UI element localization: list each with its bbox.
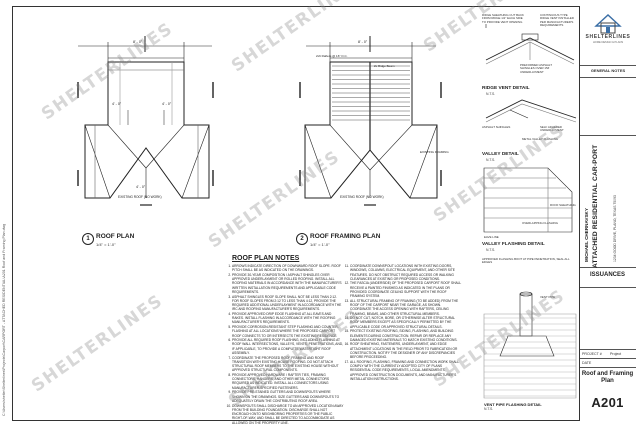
roof-note-cont-4: DO NOT CUT, NOTCH, BORE, OR OTHERWISE AL… <box>350 316 462 329</box>
roof-plan-scale: 1/4" = 1'-0" <box>96 242 116 247</box>
roof-note-7: COORDINATE THE PROPOSED ROOF FRAMING AND… <box>232 356 344 373</box>
roof-note-cont-5: PROTECT EXISTING ROOFING, SIDING, FLASHI… <box>350 329 462 342</box>
framing-plan-title: ROOF FRAMING PLAN <box>310 233 381 240</box>
detail-scale-4: N.T.S. <box>484 407 494 411</box>
date-label: DATE <box>582 361 592 365</box>
notes-area <box>580 78 636 136</box>
roof-note-3: ASPHALT SHINGLES ROOF SLOPE SHALL NOT BE… <box>232 295 344 312</box>
flashing-note-b: OVERLAPPING FLASHING <box>522 221 558 225</box>
roof-note-cont-1: COORDINATE DOWNSPOUT LOCATIONS WITH EXIS… <box>350 264 462 281</box>
ridge-note-b: CONTINUOUS TYPE RIDGE VENT INSTALLED PER… <box>540 13 574 28</box>
project-title-area <box>580 136 636 268</box>
roof-note-5: PROVIDE CORROSION-RESISTANT STEP FLASHIN… <box>232 325 344 338</box>
plan-number-2: 2 <box>296 233 308 245</box>
framing-rafter-note: 2x6 Rafters @ 16" O.C. <box>316 54 348 58</box>
detail-title-4: VENT PIPE FLASHING DETAIL <box>484 402 542 407</box>
logo-cell: SHELTERLINES HOME DESIGN & PLANS <box>580 6 636 66</box>
flashing-note-c: EAVE LINE <box>484 235 499 239</box>
roof-plan-dim-top: 8' - 0" <box>133 40 143 44</box>
roof-note-cont-3: ALL STRUCTURAL FRAMING OF FRAMING (TO BE… <box>350 299 462 316</box>
project-address: 1234 GOOD DRIVE, PLANO, TEXAS 75093 <box>613 195 617 262</box>
valley-note-c: METAL VALLEY FLASHING <box>522 137 559 141</box>
framing-plan-scale: 1/4" = 1'-0" <box>310 242 330 247</box>
issuance-rows <box>580 288 636 350</box>
project-number-value: Project <box>610 352 622 356</box>
framing-post-note: EXISTING FRAMING <box>420 150 449 154</box>
roof-note-4: PROVIDE APPROVED DRIP EDGE FLASHING AT A… <box>232 312 344 325</box>
roof-note-cont-6: ROOF SHEATHING, FASTENERS, UNDERLAYMENT,… <box>350 342 462 359</box>
roof-plan-existing-label: EXISTING ROOF (NO WORK) <box>118 195 162 199</box>
issuances-cell <box>580 268 636 288</box>
framing-plan-existing-label: EXISTING ROOF (NO WORK) <box>340 195 384 199</box>
company-tagline: HOME DESIGN & PLANS <box>592 41 624 44</box>
sheet-title: Roof and Framing Plan <box>581 371 634 385</box>
roof-plan-notes-right: COORDINATE DOWNSPOUT LOCATIONS WITH EXIS… <box>342 264 462 381</box>
roof-plan-notes-title: ROOF PLAN NOTES <box>232 255 300 262</box>
roof-note-10: DOWNSPOUTS SHALL DISCHARGE TO AN APPROVE… <box>232 404 344 425</box>
pipe-note-b: VENT PIPE <box>540 295 556 299</box>
project-number-label: PROJECT # <box>582 352 602 356</box>
detail-title-3: VALLEY FLASHING DETAIL <box>482 242 545 247</box>
house-logo-icon <box>594 14 622 34</box>
roof-note-1: ARROWS INDICATE DIRECTION OF DOWNWARD RO… <box>232 264 344 273</box>
framing-plan-dim-top: 8' - 0" <box>358 40 368 44</box>
detail-scale-3: N.T.S. <box>486 248 496 252</box>
detail-title-1: RIDGE VENT DETAIL <box>482 86 530 91</box>
valley-note-b: SELF ADHERED UNDERLAYMENT <box>540 125 564 133</box>
ridge-note-c: PREFORMED ASPHALT SHINGLES OVER 15# UNDE… <box>520 63 553 74</box>
roof-note-9: PROVIDE PRE-STAINED GUTTERS AND DOWNSPOU… <box>232 390 344 403</box>
title-block: SHELTERLINES HOME DESIGN & PLANS GENERAL… <box>579 6 636 421</box>
roof-plan-dim-mid: 4' - 0" <box>136 185 146 189</box>
ridge-note-a: RIDGE SHEATHING CUT BACK FROM RIDGE 1/2"… <box>482 13 524 24</box>
detail-scale-1: N.T.S. <box>486 92 496 96</box>
valley-note-a: ASPHALT SHINGLES <box>482 125 511 129</box>
general-notes-heading: GENERAL NOTES <box>590 68 626 73</box>
roof-note-cont-7: ALL ROOFING, FLASHING, FRAMING AND CONNE… <box>350 360 462 381</box>
project-name: ATTACHED RESIDENTIAL CAR-PORT <box>592 144 599 268</box>
roof-plan-title: ROOF PLAN <box>96 233 135 240</box>
issuances-heading: ISSUANCES <box>589 272 625 278</box>
framing-ridge-note: 2x Ridge Beam <box>374 64 395 68</box>
roof-note-6: PROVIDE ALL REQUIRED ROOF FLASHING, INCL… <box>232 338 344 355</box>
flashing-note-a: ROOF SHEATHING <box>550 203 576 207</box>
detail-title-2: VALLEY DETAIL <box>482 152 519 157</box>
roof-note-8: PROVIDE APPROVED HARDWARE / RAFTER TIES,… <box>232 373 344 390</box>
plan-number-1: 1 <box>82 233 94 245</box>
roof-note-2: PROVIDE 30-YEAR COMPOSITION / ASPHALT SH… <box>232 273 344 294</box>
company-name: SHELTERLINES <box>585 34 631 40</box>
roof-plan-dim-right: 4' - 0" <box>162 102 172 106</box>
roof-note-cont-2: THE FASCIA (UNDERSIDE) OF THE PROPOSED C… <box>350 281 462 298</box>
sheet-number: A201 <box>591 395 624 410</box>
client-name: MICHAEL CHERNAVSKY <box>584 208 589 262</box>
roof-plan-dim-left: 4' - 0" <box>112 102 122 106</box>
pipe-note-a: APPROVED FLASHING BOOT AT PIPE PENETRATI… <box>482 257 570 265</box>
roof-plan-notes-left: ARROWS INDICATE DIRECTION OF DOWNWARD RO… <box>224 264 344 425</box>
detail-scale-2: N.T.S. <box>486 158 496 162</box>
